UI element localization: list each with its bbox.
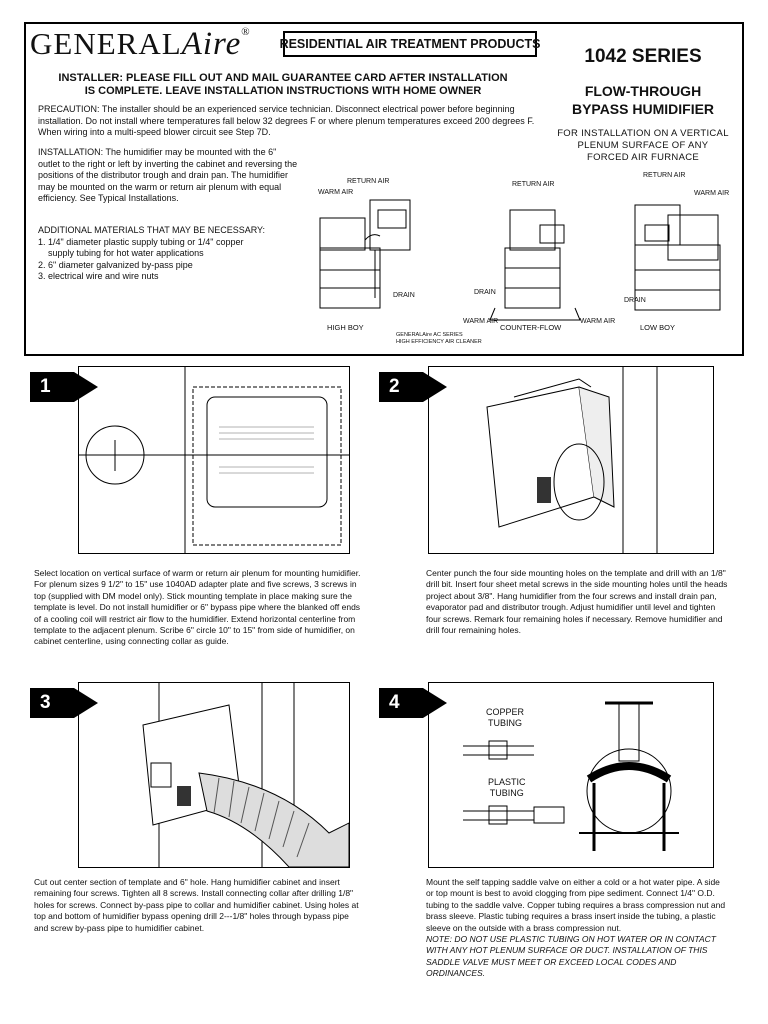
saddle-valve-drawing: [463, 701, 679, 851]
label-low-boy: LOW BOY: [640, 323, 676, 332]
installer-notice: INSTALLER: PLEASE FILL OUT AND MAIL GUAR…: [58, 72, 508, 97]
label-counter-flow: COUNTER-FLOW: [500, 323, 562, 332]
step-4-illustration: [428, 682, 714, 868]
product-title: FLOW-THROUGH BYPASS HUMIDIFIER: [571, 83, 715, 117]
header-box: [24, 22, 744, 356]
label-warm-air: WARM AIR: [580, 318, 616, 325]
typical-installations-diagram: [319, 199, 721, 321]
step-3-caption: Cut out center section of template and 6…: [34, 877, 359, 933]
install-scope: FOR INSTALLATION ON A VERTICAL PLENUM SU…: [557, 128, 729, 163]
step-1-illustration: [78, 366, 350, 554]
step-2-caption: Center punch the four side mounting hole…: [426, 568, 728, 636]
step-number-badge: [379, 688, 447, 718]
humidifier-hanging-drawing: [486, 367, 658, 553]
template-drawing: [79, 367, 349, 553]
step-number: 3: [40, 692, 51, 713]
precaution-text: PRECAUTION: The installer should be an e…: [38, 104, 535, 137]
label-return-air: RETURN AIR: [512, 181, 555, 188]
bypass-pipe-drawing: [142, 683, 350, 868]
step-number: 2: [389, 376, 400, 397]
label-drain: DRAIN: [474, 289, 496, 296]
label-air-cleaner: HIGH EFFICIENCY AIR CLEANER: [396, 339, 482, 345]
tagline-box: RESIDENTIAL AIR TREATMENT PRODUCTS: [280, 31, 540, 57]
step-1-caption: Select location on vertical surface of w…: [34, 568, 361, 647]
material-item: 2. 6" diameter galvanized by-pass pipe: [38, 259, 193, 270]
additional-materials: ADDITIONAL MATERIALS THAT MAY BE NECESSA…: [38, 225, 308, 283]
step-2-illustration: [428, 366, 714, 554]
label-return-air: RETURN AIR: [347, 178, 390, 185]
step-4-caption: Mount the self tapping saddle valve on e…: [426, 877, 728, 980]
material-item: 3. electrical wire and wire nuts: [38, 271, 159, 281]
step-number: 1: [40, 376, 51, 397]
material-item: supply tubing for hot water applications: [38, 248, 204, 258]
label-warm-air: WARM AIR: [463, 318, 499, 325]
brand-logo: GENERALAire®: [30, 26, 251, 62]
label-drain: DRAIN: [624, 297, 646, 304]
label-high-boy: HIGH BOY: [327, 323, 364, 332]
step-4-note: NOTE: DO NOT USE PLASTIC TUBING ON HOT W…: [426, 934, 716, 979]
series-title: 1042 SERIES: [584, 46, 702, 67]
low-boy-furnace: [634, 204, 721, 311]
tagline: RESIDENTIAL AIR TREATMENT PRODUCTS: [279, 37, 541, 51]
counter-flow-furnace: [489, 209, 581, 321]
label-return-air: RETURN AIR: [643, 172, 686, 179]
label-drain: DRAIN: [393, 292, 415, 299]
step-number-badge: [30, 688, 98, 718]
step-number-badge: [379, 372, 447, 402]
label-warm-air: WARM AIR: [694, 190, 730, 197]
high-boy-furnace: [319, 199, 411, 309]
label-warm-air: WARM AIR: [318, 189, 354, 196]
step-number-badge: [30, 372, 98, 402]
step-3-illustration: [78, 682, 350, 868]
installation-text: INSTALLATION: The humidifier may be moun…: [38, 147, 298, 203]
material-item: 1. 1/4" diameter plastic supply tubing o…: [38, 236, 244, 247]
step-number: 4: [389, 692, 400, 713]
label-ac-series: GENERALAire AC SERIES: [396, 332, 463, 338]
